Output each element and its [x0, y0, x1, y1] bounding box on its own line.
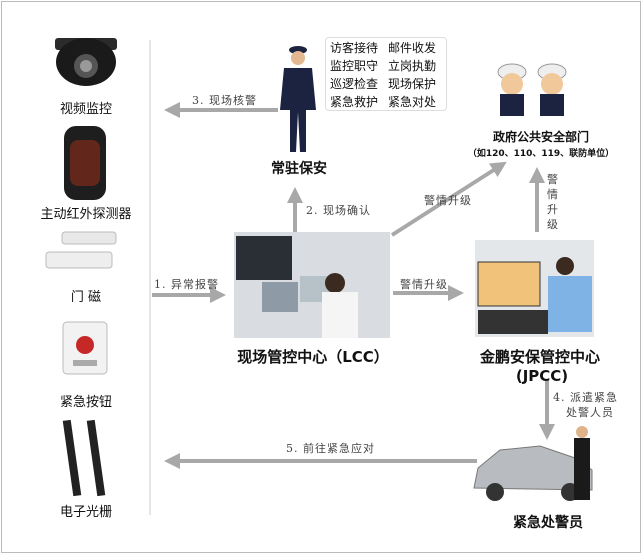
task: 巡逻检查: [330, 77, 379, 91]
task: 邮件收发: [388, 41, 437, 55]
arrow-escalate-vert-label: 警 情 升 级: [547, 172, 559, 232]
vert-char: 警: [547, 173, 559, 186]
arrow-3-label: 3. 现场核警: [192, 94, 257, 107]
vert-char: 级: [547, 218, 559, 231]
arrow-5-label: 5. 前往紧急应对: [286, 442, 375, 455]
arrow-4-label-1: 4. 派遣紧急: [553, 391, 618, 404]
jpcc-label-abbr: (JPCC): [515, 367, 569, 385]
device-label-camera: 视频监控: [59, 102, 113, 117]
jpcc-photo: [475, 240, 594, 337]
lcc-photo: [234, 232, 390, 338]
police-cartoon-figure: [497, 63, 567, 116]
emergency-button-icon: [62, 321, 108, 375]
arrow-escalate-diag-label: 警情升级: [424, 194, 472, 207]
lcc-label: 现场管控中心（LCC）: [237, 348, 389, 366]
light-curtain-icon: [62, 419, 106, 497]
arrow-1-label: 1. 异常报警: [154, 278, 219, 291]
vert-char: 升: [547, 203, 559, 216]
gov-sublabel: （如120、110、119、联防单位）: [467, 149, 615, 159]
device-label-curtain: 电子光栅: [59, 505, 113, 520]
device-label-button: 紧急按钮: [59, 395, 113, 410]
task: 访客接待: [330, 41, 379, 55]
door-magnet-icon: [45, 231, 117, 269]
guard-label: 常驻保安: [271, 161, 327, 177]
device-label-magnet: 门 磁: [70, 290, 102, 305]
arrow-escalate-right-label: 警情升级: [400, 278, 448, 291]
task: 紧急救护: [330, 95, 379, 109]
task: 监控职守: [330, 59, 379, 73]
guard-tasks-box: 访客接待 邮件收发 监控职守 立岗执勤 巡逻检查 现场保护 紧急救护 紧急对处: [325, 37, 447, 111]
arrow-4-label-2: 处警人员: [566, 406, 614, 419]
device-label-ir: 主动红外探测器: [40, 207, 132, 222]
responder-label: 紧急处警员: [513, 515, 583, 531]
arrow-2-label: 2. 现场确认: [306, 204, 371, 217]
task: 立岗执勤: [388, 59, 437, 73]
vert-char: 情: [547, 188, 559, 201]
jpcc-label: 金鹏安保管控中心: [479, 348, 601, 366]
infrared-detector-icon: [64, 126, 106, 200]
task: 现场保护: [388, 77, 437, 91]
gov-label: 政府公共安全部门: [492, 130, 590, 144]
security-guard-figure: [280, 46, 316, 152]
car-and-responder: [473, 426, 593, 501]
task: 紧急对处: [388, 95, 437, 109]
arrow-escalate-diag: [390, 161, 507, 237]
dome-camera-icon: [55, 38, 117, 86]
